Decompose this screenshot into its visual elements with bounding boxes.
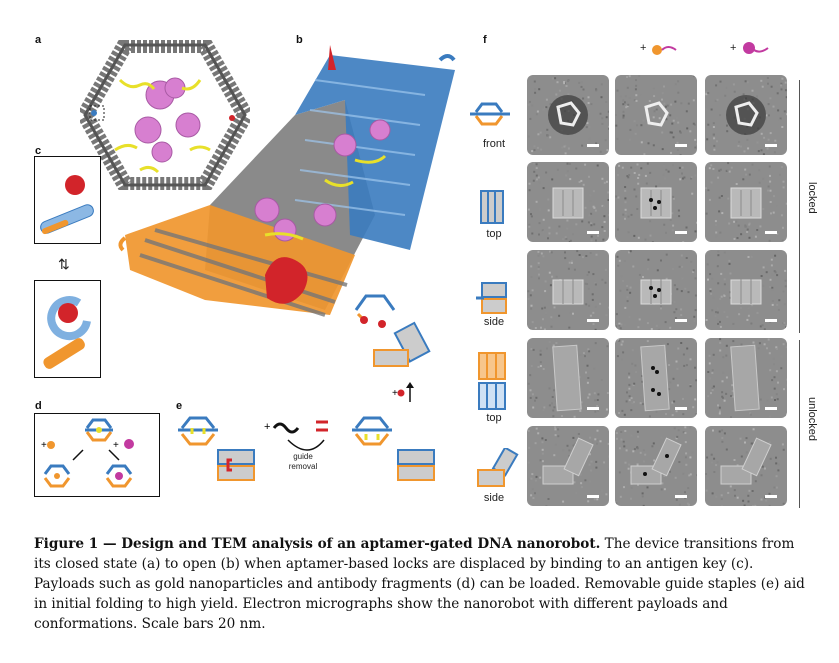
guide-removal-label-line1: guide [293, 452, 313, 461]
tem-micrograph [705, 426, 787, 506]
tem-micrograph [705, 162, 787, 242]
tem-micrograph [527, 338, 609, 418]
scale-bar [765, 231, 777, 234]
panel-e-guide-removal-illustration: + [178, 416, 435, 481]
row-label-side-locked: side [483, 316, 505, 328]
scale-bar [675, 407, 687, 410]
panel-d-payloads-illustration: + + [41, 418, 134, 488]
row-side-unlocked-schematic-icon [477, 448, 519, 487]
scale-bar [675, 495, 687, 498]
panel-letter-f: f [483, 34, 487, 46]
panel-b-open-mechanism-illustration: + [354, 294, 431, 402]
panel-c-lock-closed-illustration [40, 175, 94, 235]
tem-micrograph [615, 426, 697, 506]
tem-micrograph [615, 338, 697, 418]
panel-letter-b: b [296, 34, 303, 46]
scale-bar [765, 319, 777, 322]
tem-micrograph [615, 162, 697, 242]
figure-area: a b c d e f [34, 34, 818, 508]
tem-micrograph [527, 75, 609, 155]
panel-letter-d: d [35, 400, 42, 412]
svg-text:+: + [264, 421, 270, 433]
scale-bar [587, 319, 599, 322]
scale-bar [765, 495, 777, 498]
guide-removal-label-line2: removal [288, 462, 318, 471]
panel-a-closed-nanorobot-illustration [80, 40, 250, 190]
locked-bracket-line [799, 80, 800, 333]
panel-c-lock-open-illustration [43, 296, 91, 369]
group-label-unlocked: unlocked [806, 397, 818, 442]
svg-text:+: + [392, 388, 398, 399]
scale-bar [587, 407, 599, 410]
panel-letter-e: e [176, 400, 183, 412]
row-label-top-locked: top [486, 228, 502, 240]
row-side-locked-schematic-icon [476, 282, 507, 314]
caption-title: Figure 1 — Design and TEM analysis of an… [34, 536, 601, 552]
scale-bar [675, 144, 687, 147]
antibody-fragment-icon [743, 42, 769, 54]
group-label-locked: locked [806, 182, 818, 214]
tem-micrograph [615, 75, 697, 155]
row-label-side-unlocked: side [483, 492, 505, 504]
column-header-plus-2: + [640, 42, 647, 54]
column-header-plus-3: + [730, 42, 737, 54]
tem-micrograph [705, 75, 787, 155]
scale-bar [587, 495, 599, 498]
figure-caption: Figure 1 — Design and TEM analysis of an… [34, 534, 806, 634]
row-top-unlocked-schematic-icon [478, 352, 506, 410]
caption-body: The device transitions from its closed s… [34, 536, 805, 632]
scale-bar [675, 231, 687, 234]
panel-d-payloads-box: + + [34, 413, 160, 497]
row-label-top-unlocked: top [486, 412, 502, 424]
scale-bar [587, 144, 599, 147]
svg-text:+: + [113, 440, 119, 451]
scale-bar [587, 231, 599, 234]
equilibrium-arrows-icon: ⇅ [58, 256, 70, 272]
row-top-locked-schematic-icon [480, 190, 504, 224]
panel-b-open-nanorobot-illustration [118, 45, 456, 317]
panel-c-closed-box [34, 156, 101, 244]
panel-letter-a: a [35, 34, 42, 46]
tem-micrograph [527, 162, 609, 242]
tem-micrograph [527, 426, 609, 506]
row-label-front: front [482, 138, 505, 150]
gold-nanoparticle-icon [652, 45, 677, 55]
tem-micrograph [705, 338, 787, 418]
tem-micrograph [705, 250, 787, 330]
svg-text:+: + [41, 440, 47, 451]
row-front-schematic-icon [470, 102, 510, 126]
scale-bar [765, 407, 777, 410]
scale-bar [765, 144, 777, 147]
panel-c-open-box [34, 280, 101, 378]
scale-bar [675, 319, 687, 322]
unlocked-bracket-line [799, 340, 800, 508]
tem-micrograph [615, 250, 697, 330]
panel-letter-c: c [35, 145, 42, 157]
tem-micrograph [527, 250, 609, 330]
